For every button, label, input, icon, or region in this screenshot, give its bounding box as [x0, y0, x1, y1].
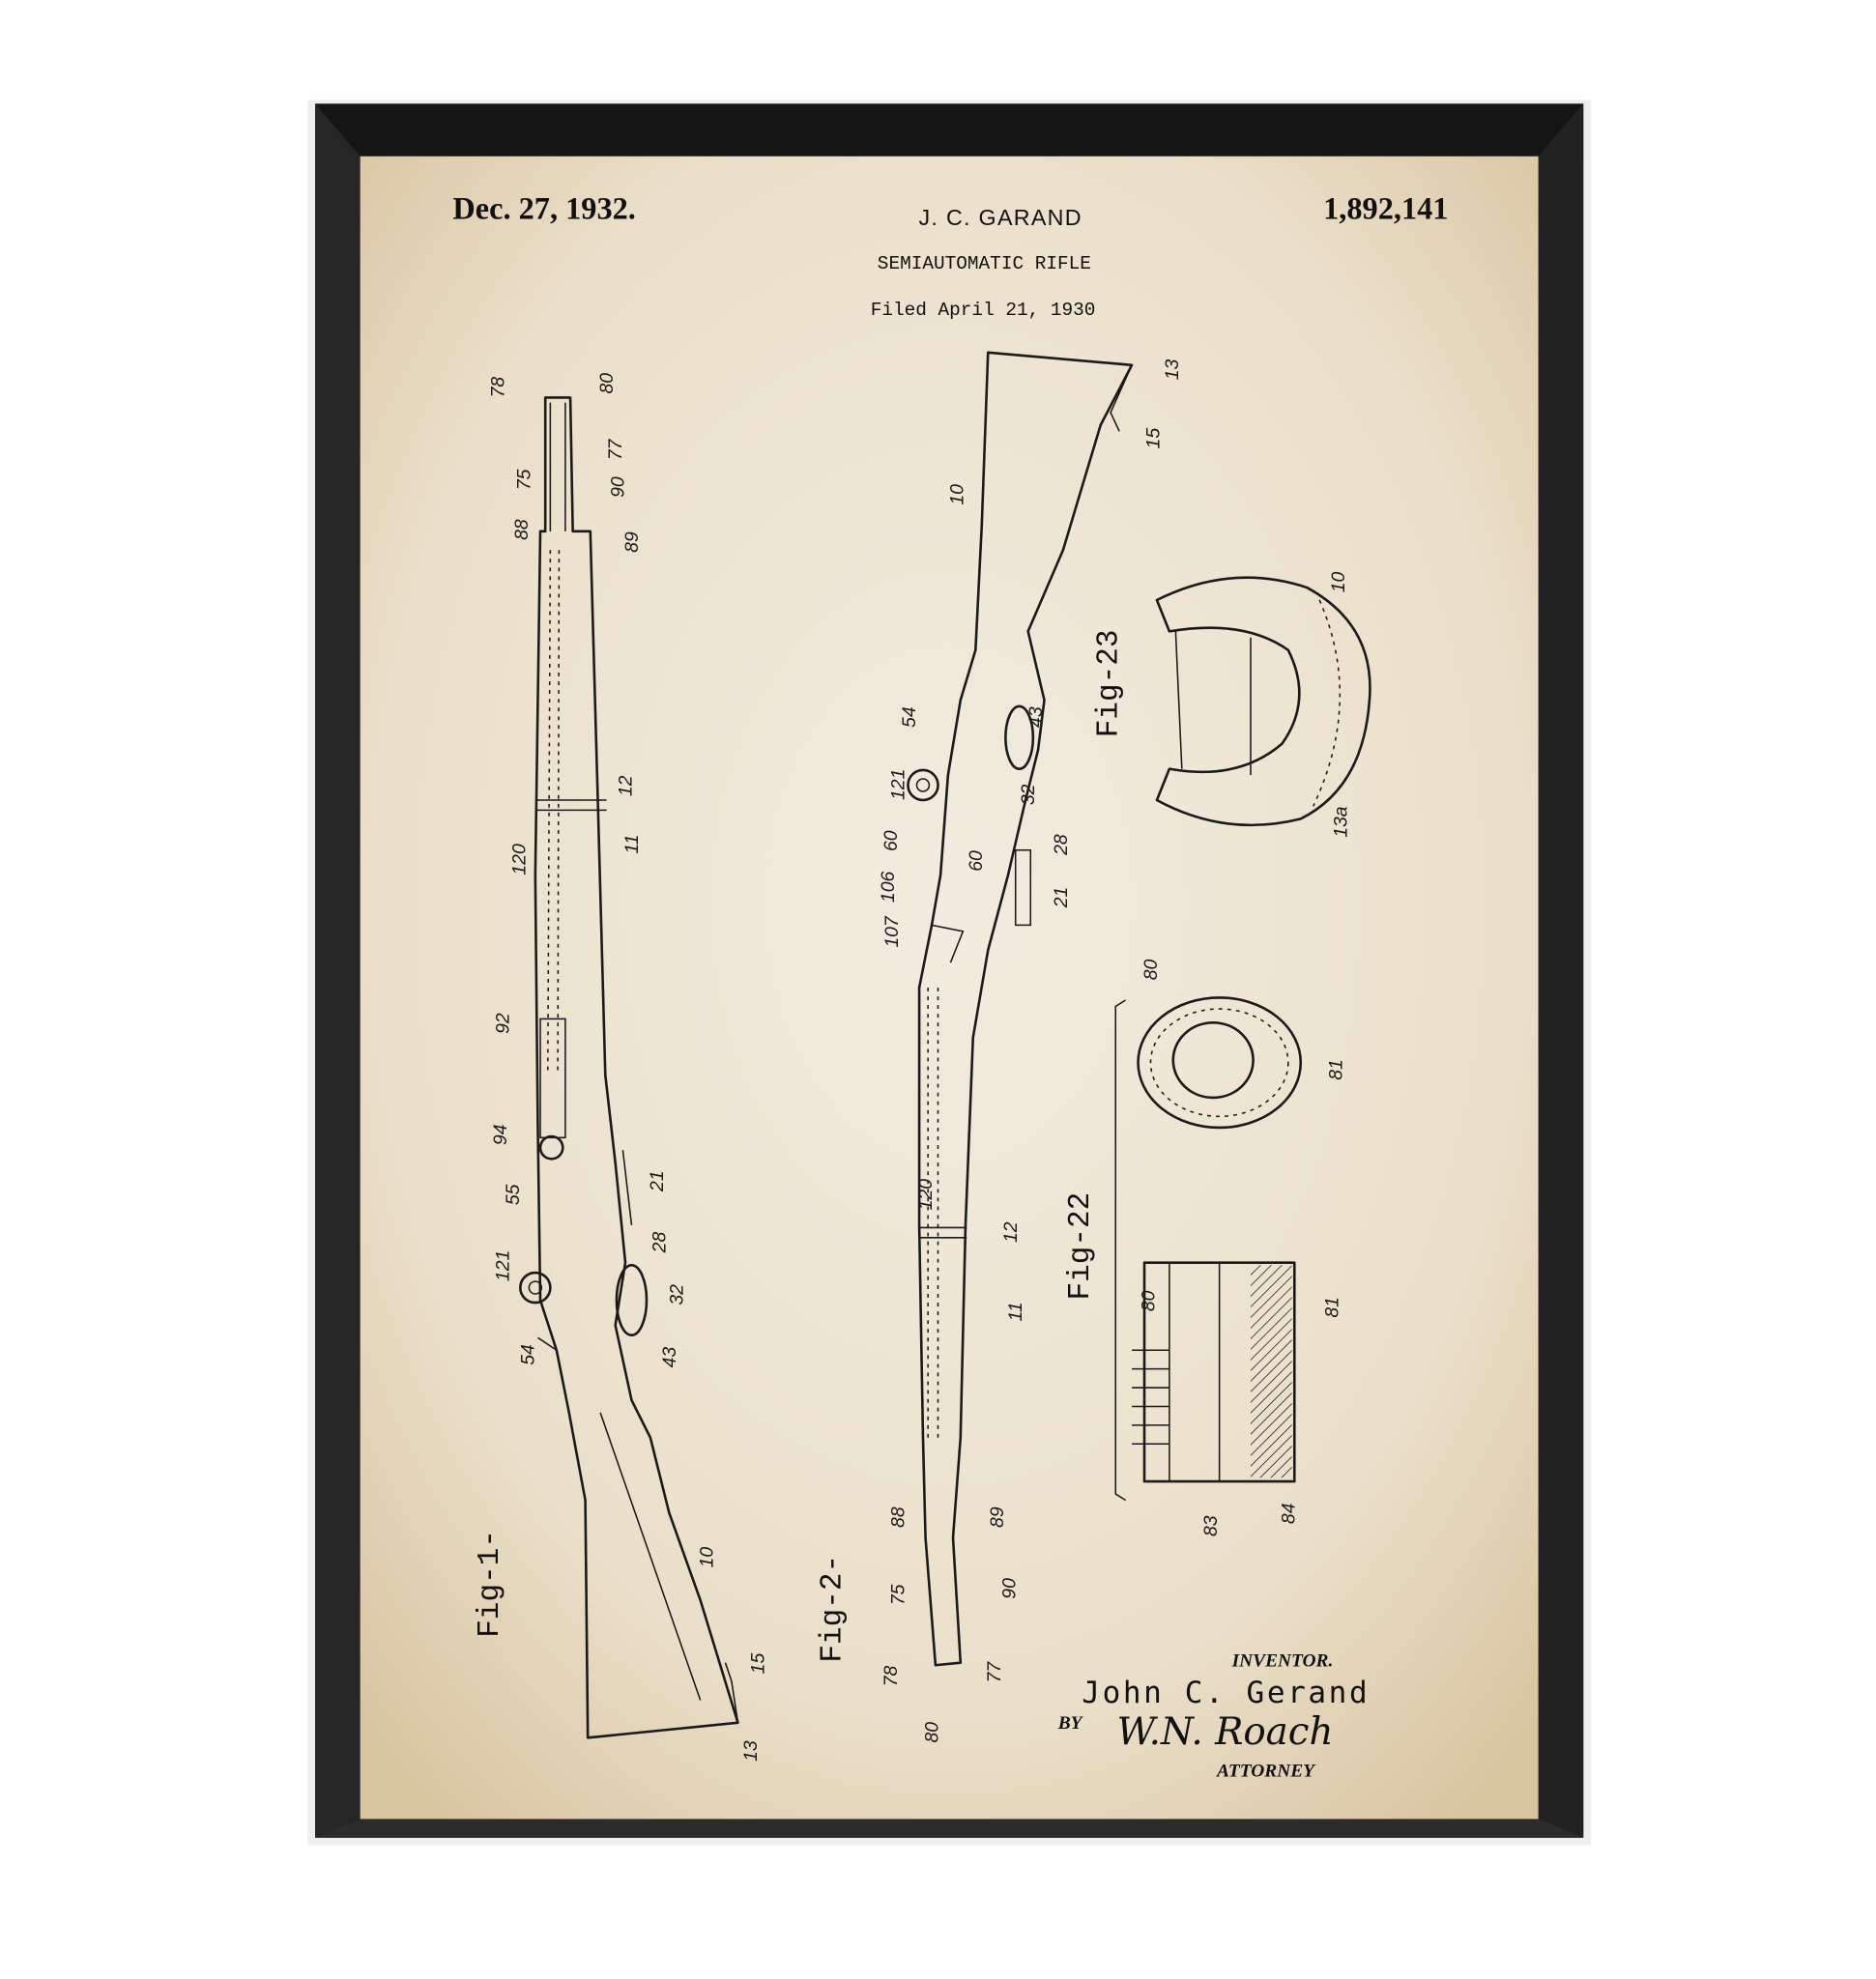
- part-label: 80: [921, 1722, 942, 1743]
- part-label: 78: [487, 377, 508, 398]
- part-label: 43: [659, 1347, 680, 1368]
- part-label: 60: [966, 850, 987, 872]
- part-label: 92: [493, 1013, 514, 1034]
- part-label: 15: [1143, 428, 1165, 449]
- attorney-label: ATTORNEY: [1216, 1761, 1316, 1781]
- part-label: 11: [621, 834, 643, 853]
- part-label: 89: [987, 1506, 1008, 1528]
- part-label: 32: [1018, 784, 1039, 805]
- patent-number: 1,892,141: [1323, 190, 1448, 225]
- part-label: 88: [511, 519, 533, 540]
- attorney-signature: W.N. Roach: [1117, 1710, 1334, 1754]
- fig2-label: Fig-2-: [817, 1555, 851, 1663]
- part-label: 10: [697, 1547, 718, 1568]
- part-label: 12: [1000, 1221, 1022, 1243]
- filed-date: Filed April 21, 1930: [871, 300, 1096, 321]
- patent-date: Dec. 27, 1932.: [452, 190, 635, 225]
- part-label: 10: [1328, 571, 1349, 592]
- patent-paper: [360, 156, 1539, 1820]
- part-label: 60: [880, 830, 902, 851]
- part-label: 80: [596, 373, 618, 394]
- fig1-rifle-drawing: [519, 396, 739, 1739]
- part-label: 75: [888, 1584, 909, 1605]
- part-label: 15: [748, 1653, 769, 1675]
- inventor-short-name: J. C. GARAND: [919, 205, 1082, 230]
- part-label: 90: [608, 476, 629, 498]
- patent-header: Dec. 27, 1932. J. C. GARAND 1,892,141 SE…: [452, 190, 1448, 321]
- part-label: 88: [888, 1506, 909, 1528]
- part-label: 107: [881, 915, 903, 948]
- fig2-part-labels: 13 15 10 54 43 121 32 60 60 28 106 21 10…: [817, 359, 1183, 1743]
- part-label: 10: [946, 484, 967, 505]
- part-label: 54: [518, 1344, 539, 1365]
- part-label: 81: [1325, 1059, 1346, 1080]
- part-label: 121: [888, 769, 909, 800]
- part-label: 28: [1051, 834, 1072, 856]
- fig1-part-labels: 78 80 77 75 90 88 89 12 11 120 92 94 21 …: [474, 373, 769, 1762]
- inventor-label: INVENTOR.: [1231, 1651, 1334, 1672]
- part-label: 43: [1025, 706, 1047, 728]
- part-label: 55: [503, 1184, 524, 1205]
- inventor-name: John C. Gerand: [1082, 1676, 1370, 1710]
- part-label: 89: [621, 531, 643, 553]
- part-label: 90: [999, 1578, 1021, 1599]
- part-label: 13: [740, 1740, 762, 1762]
- part-label: 120: [915, 1179, 937, 1211]
- fig22-sight-drawing: 80 81 80 81 83 84 Fig-22: [1064, 960, 1347, 1536]
- fig1-label: Fig-1-: [474, 1530, 507, 1638]
- part-label: 81: [1322, 1297, 1343, 1318]
- part-label: 77: [605, 438, 626, 460]
- part-label: 11: [1005, 1302, 1026, 1321]
- part-label: 120: [508, 844, 530, 875]
- part-label: 32: [667, 1284, 688, 1305]
- part-label: 21: [1051, 887, 1072, 909]
- part-label: 80: [1138, 1290, 1159, 1311]
- part-label: 83: [1200, 1515, 1222, 1536]
- part-label: 12: [615, 775, 636, 796]
- part-label: 21: [647, 1170, 668, 1192]
- part-label: 13a: [1331, 806, 1352, 838]
- part-label: 80: [1140, 960, 1162, 981]
- part-label: 28: [649, 1232, 670, 1254]
- part-label: 84: [1278, 1503, 1299, 1524]
- part-label: 75: [514, 469, 535, 490]
- fig23-label: Fig-23: [1093, 630, 1127, 738]
- part-label: 78: [880, 1665, 902, 1686]
- part-label: 106: [878, 872, 899, 903]
- part-label: 121: [493, 1250, 514, 1281]
- by-label: BY: [1057, 1713, 1084, 1734]
- fig22-label: Fig-22: [1064, 1192, 1098, 1301]
- signature-block: INVENTOR. John C. Gerand BY W.N. Roach A…: [1057, 1651, 1370, 1782]
- fig2-rifle-drawing: [907, 351, 1134, 1667]
- part-label: 54: [899, 706, 920, 728]
- fig23-buttplate-drawing: 10 13a Fig-23: [1093, 571, 1371, 838]
- part-label: 77: [984, 1661, 1005, 1683]
- patent-title: SEMIAUTOMATIC RIFLE: [878, 253, 1091, 274]
- part-label: 13: [1162, 359, 1183, 381]
- part-label: 94: [490, 1124, 511, 1145]
